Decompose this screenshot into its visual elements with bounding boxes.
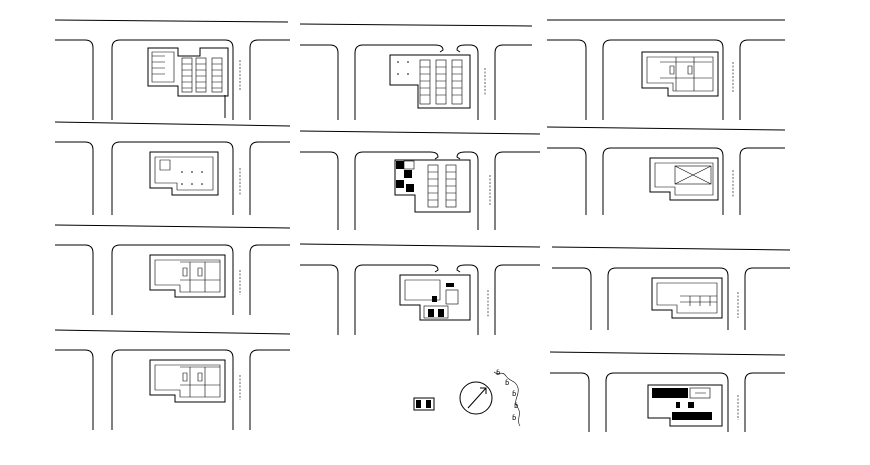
site-plan-9 <box>546 126 786 215</box>
parking-stalls <box>419 59 463 105</box>
column-dots <box>181 171 203 185</box>
atrium-void <box>674 165 712 185</box>
legend-block-icon <box>413 397 435 411</box>
svg-text:ɓ: ɓ <box>496 369 500 377</box>
svg-text:ɓ: ɓ <box>505 379 509 387</box>
site-plan-5 <box>299 23 533 120</box>
parking-stalls <box>427 164 457 208</box>
stair-core <box>396 160 415 192</box>
site-plan-8 <box>547 19 785 120</box>
parking-stalls <box>152 55 223 93</box>
north-arrow-icon: ɓ ɓ ɓ ɓ ɓ <box>459 369 521 427</box>
site-plan-3 <box>54 224 291 315</box>
room-fills <box>423 283 459 319</box>
site-plan-10 <box>551 246 791 330</box>
svg-text:ɓ: ɓ <box>512 390 516 398</box>
roof-equipment <box>652 387 712 420</box>
site-plan-2 <box>54 121 291 215</box>
site-plan-6 <box>299 130 541 230</box>
site-plan-7 <box>299 243 541 335</box>
site-plan-11 <box>549 351 786 432</box>
svg-text:ɓ: ɓ <box>512 414 516 422</box>
svg-text:ɓ: ɓ <box>514 402 518 410</box>
site-plan-1 <box>54 19 290 120</box>
site-plan-4 <box>54 329 291 430</box>
